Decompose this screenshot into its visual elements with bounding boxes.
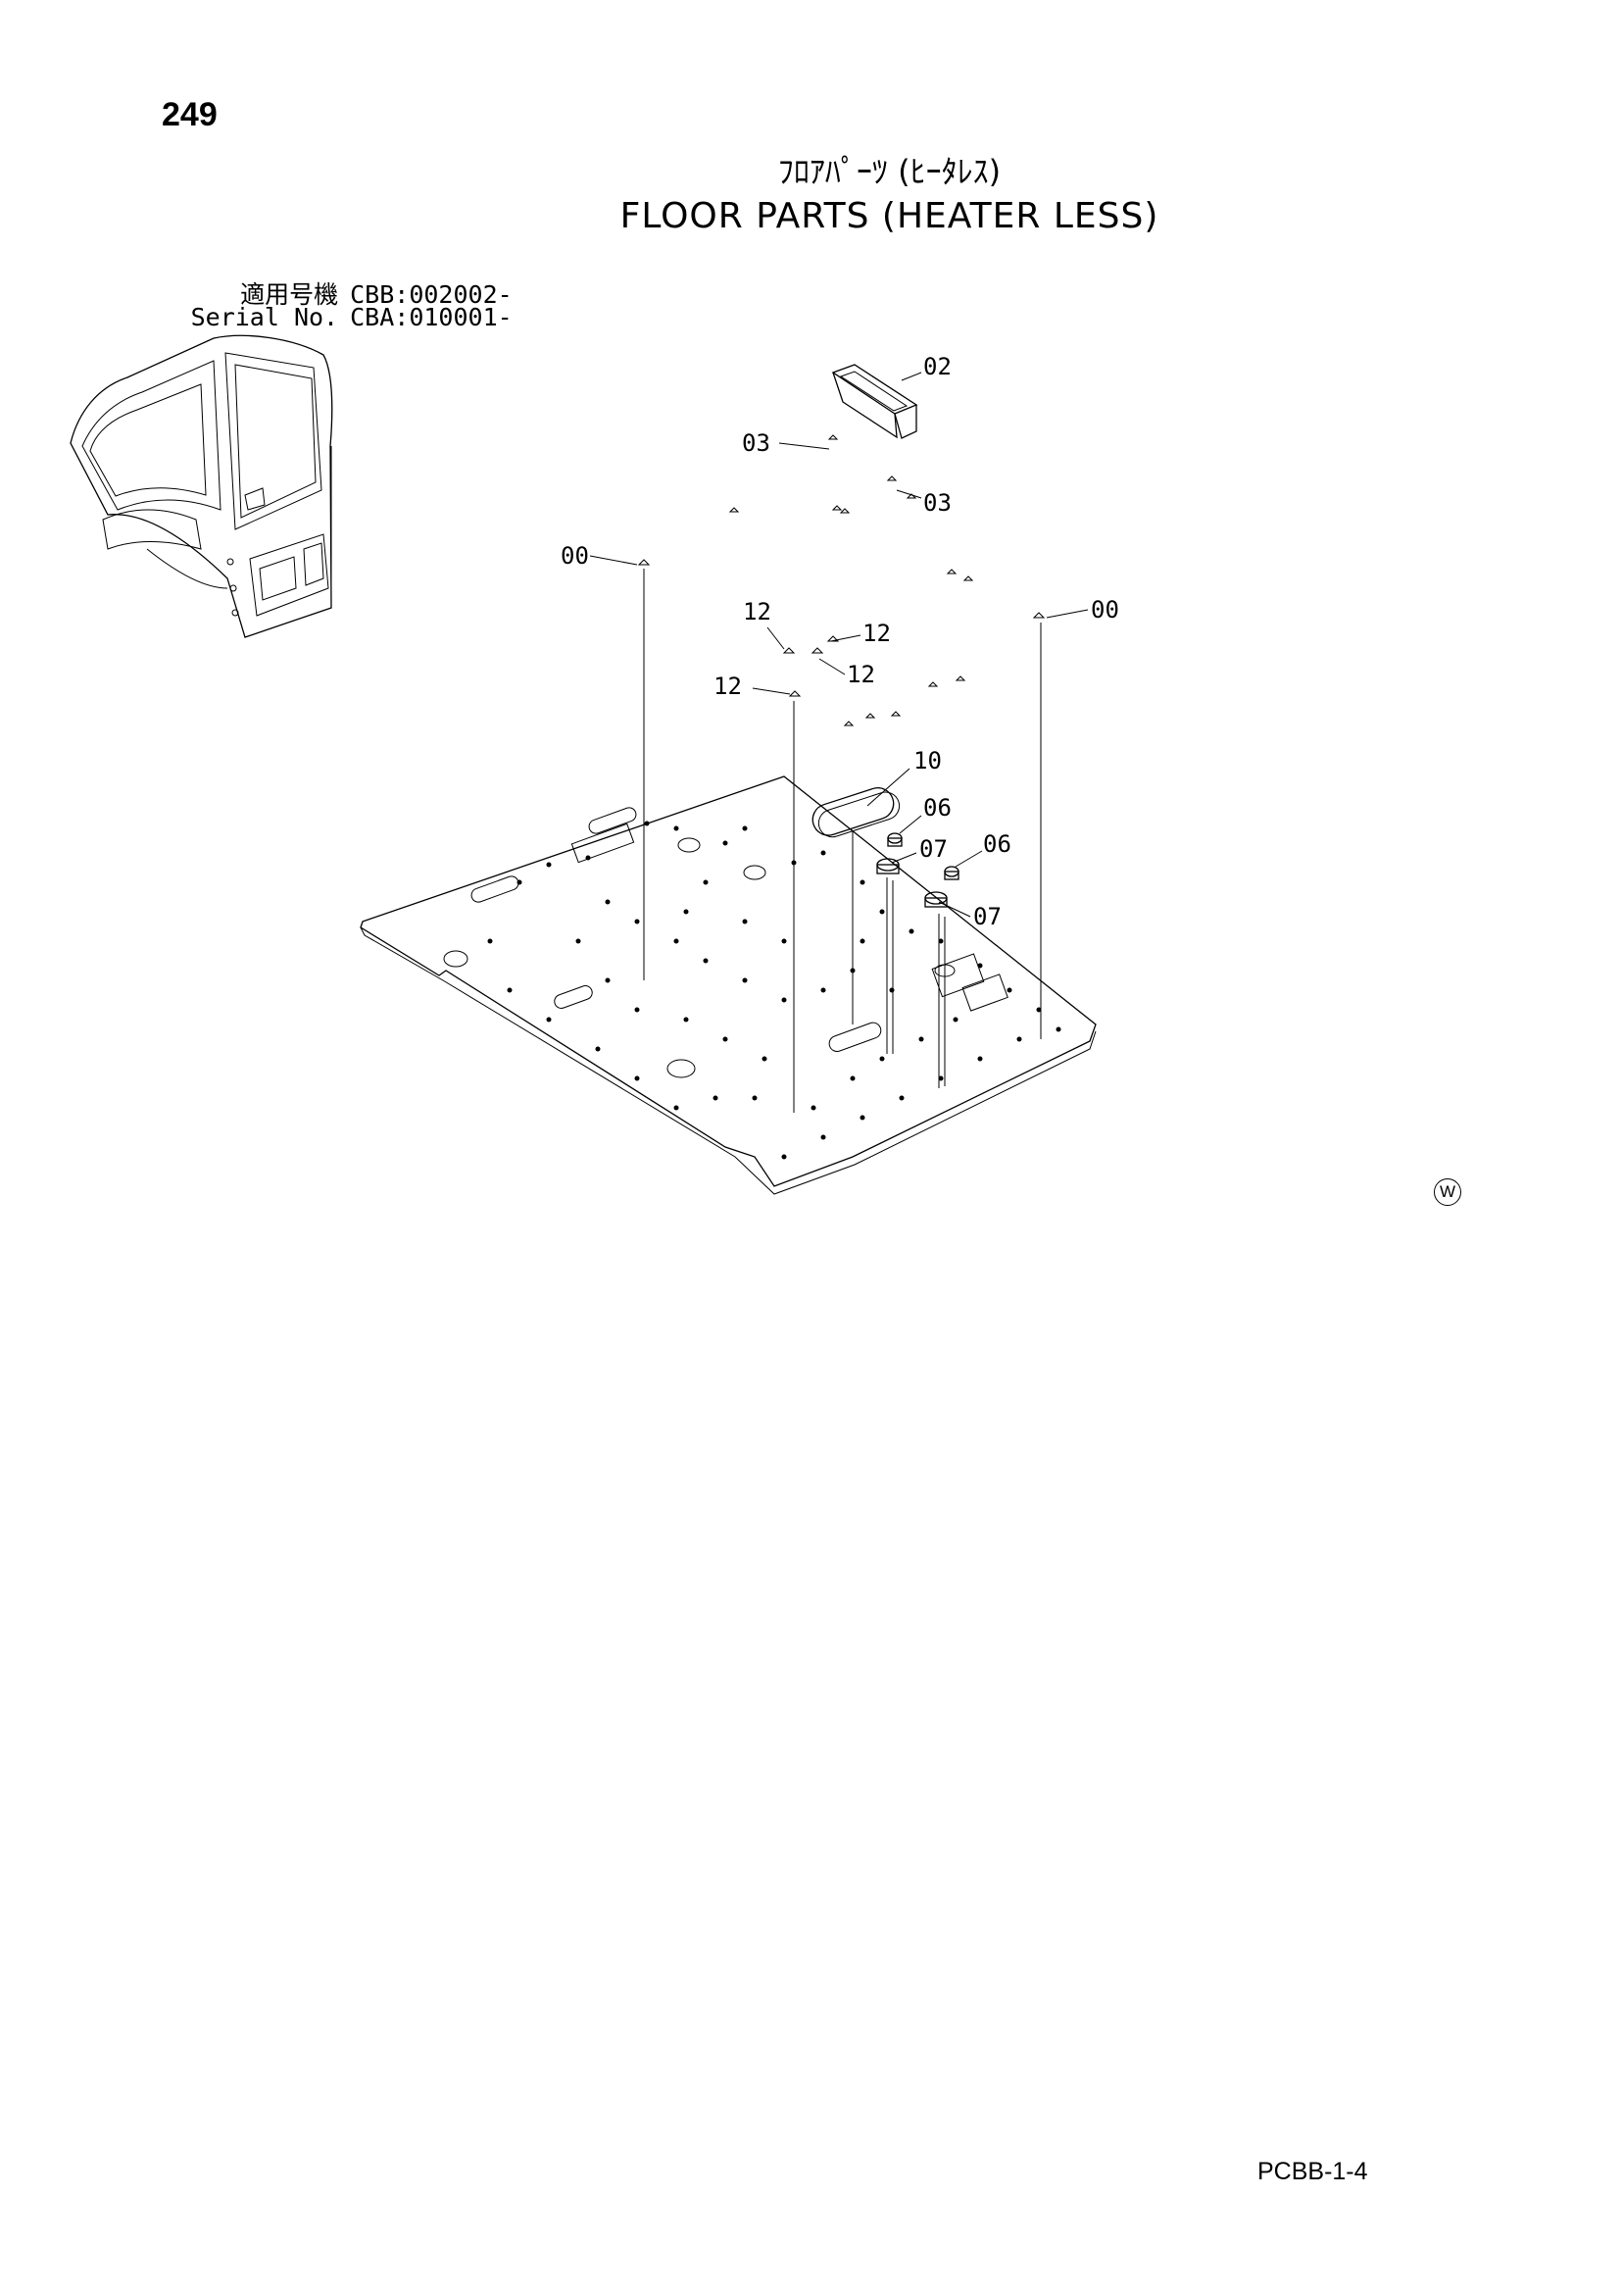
floor-plate	[360, 775, 1097, 1195]
callout-12: 12	[847, 661, 875, 688]
callout-00: 00	[1091, 596, 1119, 624]
serial-value: CBA:010001-	[350, 303, 513, 331]
footer-code: PCBB-1-4	[1257, 2158, 1368, 2185]
callout-12: 12	[713, 673, 742, 700]
page-number: 249	[162, 96, 218, 133]
serial-value: CBB:002002-	[350, 280, 513, 309]
callout-03: 03	[923, 489, 952, 517]
storage-box-part	[831, 364, 918, 439]
serial-row-1: 適用号機 CBB:002002-	[157, 247, 513, 311]
callout-07: 07	[973, 903, 1002, 930]
callout-12: 12	[862, 620, 891, 647]
callout-02: 02	[923, 353, 952, 380]
assembly-lines	[643, 569, 1042, 1113]
callout-03: 03	[742, 429, 770, 457]
title-japanese: ﾌﾛｱﾊﾟｰﾂ (ﾋｰﾀﾚｽ)	[777, 153, 1002, 190]
callout-labels: 02 03 03 00 00 12 12 12 12 10 06 06 07 0…	[561, 353, 1119, 930]
variant-marker: W	[1434, 1178, 1461, 1206]
callout-00: 00	[561, 542, 589, 570]
serial-row-2: Serial No. CBA:010001-	[157, 275, 513, 331]
page-title: FLOOR PARTS (HEATER LESS)	[619, 196, 1159, 236]
serial-label: Serial No.	[190, 303, 339, 331]
callout-06: 06	[983, 830, 1011, 858]
floor-mat-part	[811, 787, 901, 838]
leader-lines	[589, 372, 1089, 918]
callout-10: 10	[913, 747, 942, 774]
cab-locator-sketch	[70, 334, 333, 638]
fasteners	[637, 434, 1046, 726]
serial-label: 適用号機	[240, 280, 339, 309]
plug-parts	[876, 832, 959, 908]
callout-06: 06	[923, 794, 952, 822]
callout-07: 07	[919, 835, 948, 863]
callout-12: 12	[743, 598, 771, 625]
